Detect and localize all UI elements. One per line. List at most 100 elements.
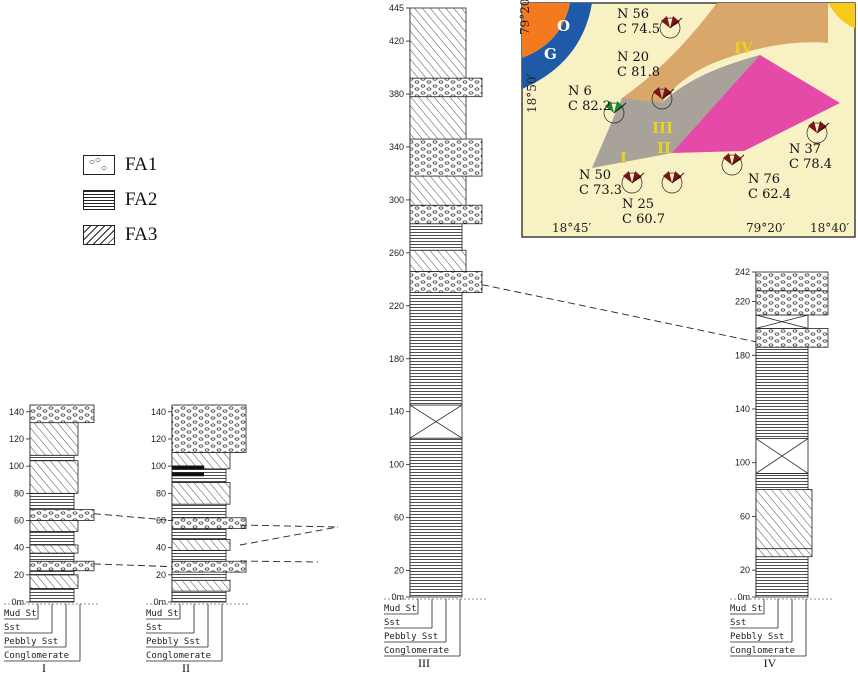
- unit-fa2: [409, 437, 463, 598]
- correlation-line: [93, 513, 173, 521]
- map-section-label: IV: [734, 39, 753, 57]
- unit-fa2: [171, 503, 227, 519]
- tick-label: 20: [394, 566, 404, 576]
- legend-label-fa2: FA2: [125, 189, 158, 210]
- rose-circle: [603, 102, 625, 124]
- section-gap-cross: [409, 404, 463, 439]
- unit-fa2: [171, 549, 227, 562]
- unit-fa1: [755, 271, 829, 292]
- unit-fa1: [409, 138, 483, 177]
- correlation-layer: [93, 284, 757, 568]
- lithology-label: Pebbly Sst: [384, 632, 438, 642]
- tick-label: 20: [156, 570, 166, 580]
- rose-c-label: C 78.4: [789, 157, 832, 172]
- tick-label: 380: [389, 89, 404, 99]
- legend-label-fa3: FA3: [125, 224, 158, 245]
- legend-label-fa1: FA1: [125, 154, 158, 175]
- unit-fa3: [171, 539, 231, 551]
- map-section-label: III: [652, 119, 673, 137]
- unit-fa3: [409, 249, 467, 272]
- unit-fa2: [29, 552, 75, 562]
- rose-petal: [661, 16, 680, 28]
- unit-fa1: [409, 77, 483, 98]
- unit-fa2: [409, 292, 463, 406]
- unit-fa3: [755, 548, 813, 558]
- tick-label: 40: [156, 543, 166, 553]
- rose-n-label: N 25: [622, 197, 654, 212]
- map-section-label: II: [657, 139, 671, 157]
- lithology-label: Conglomerate: [4, 651, 69, 661]
- tick-label: 220: [389, 301, 404, 311]
- legend-item-fa1: FA1: [83, 154, 157, 176]
- tick-label: 180: [735, 350, 750, 360]
- lithology-label: Conglomerate: [146, 651, 211, 661]
- tick-label: 0m: [11, 597, 24, 607]
- rose-petal: [623, 171, 642, 183]
- legend-swatch-fa2: [83, 190, 115, 210]
- lithology-label: Mud St: [146, 609, 179, 619]
- tick-label: 100: [151, 461, 166, 471]
- unit-fa2: [755, 473, 809, 490]
- tick-label: 260: [389, 248, 404, 258]
- unit-fa1: [29, 404, 95, 424]
- rose-c-label: C 74.5: [617, 22, 660, 37]
- lithology-label: Conglomerate: [730, 646, 795, 656]
- correlation-line: [239, 560, 319, 563]
- map-coordinate: 18°40′: [810, 221, 850, 235]
- tick-label: 60: [156, 515, 166, 525]
- unit-fa2: [171, 528, 227, 540]
- tick-label: 120: [9, 434, 24, 444]
- coal-seam: [172, 472, 204, 477]
- section-label: II: [182, 661, 190, 673]
- rose-petal: [723, 153, 742, 165]
- unit-fa2: [171, 571, 227, 581]
- rose-arrow: [731, 154, 745, 166]
- rose-circle: [651, 88, 673, 110]
- map-coordinate: 18°45′: [552, 221, 592, 235]
- unit-fa1: [29, 509, 95, 521]
- unit-fa3: [409, 175, 467, 206]
- tick-label: 0m: [391, 592, 404, 602]
- lithology-label: Pebbly Sst: [4, 637, 58, 647]
- tick-label: 100: [735, 458, 750, 468]
- section-label: III: [418, 656, 430, 670]
- unit-fa2: [29, 454, 75, 462]
- legend-item-fa3: FA3: [83, 224, 157, 246]
- tick-label: 140: [9, 407, 24, 417]
- lithology-label: Conglomerate: [384, 646, 449, 656]
- tick-label: 40: [14, 543, 24, 553]
- unit-fa1: [755, 290, 829, 316]
- unit-fa1: [171, 517, 247, 530]
- tick-label: 300: [389, 195, 404, 205]
- tick-label: 20: [14, 570, 24, 580]
- unit-fa2: [29, 570, 75, 576]
- tick-label: 140: [389, 407, 404, 417]
- lithology-label: Pebbly Sst: [730, 632, 784, 642]
- legend-swatch-fa3: [83, 225, 115, 245]
- unit-fa3: [29, 544, 79, 554]
- rose-c-label: C 73.3: [579, 183, 622, 198]
- rose-arrow: [661, 88, 675, 100]
- lithology-label: Mud St: [384, 604, 417, 614]
- tick-label: 20: [740, 565, 750, 575]
- unit-fa2: [171, 590, 227, 603]
- map-unit-blue: [522, 3, 592, 89]
- tick-label: 80: [14, 488, 24, 498]
- map-label-g: G: [544, 45, 557, 63]
- lithology-label: Sst: [730, 618, 746, 628]
- map-unit-orange: [522, 3, 570, 58]
- unit-fa1: [409, 204, 483, 225]
- legend-item-fa2: FA2: [83, 189, 157, 211]
- rose-circle: [806, 122, 828, 144]
- rose-n-label: N 20: [617, 50, 649, 65]
- tick-label: 60: [394, 513, 404, 523]
- tick-label: 100: [9, 461, 24, 471]
- unit-fa2: [409, 223, 463, 251]
- unit-fa3: [409, 96, 467, 140]
- legend-swatch-fa1: [83, 155, 115, 175]
- map-section-label: I: [620, 149, 627, 167]
- unit-fa2: [755, 346, 809, 439]
- lithology-label: Sst: [146, 623, 162, 633]
